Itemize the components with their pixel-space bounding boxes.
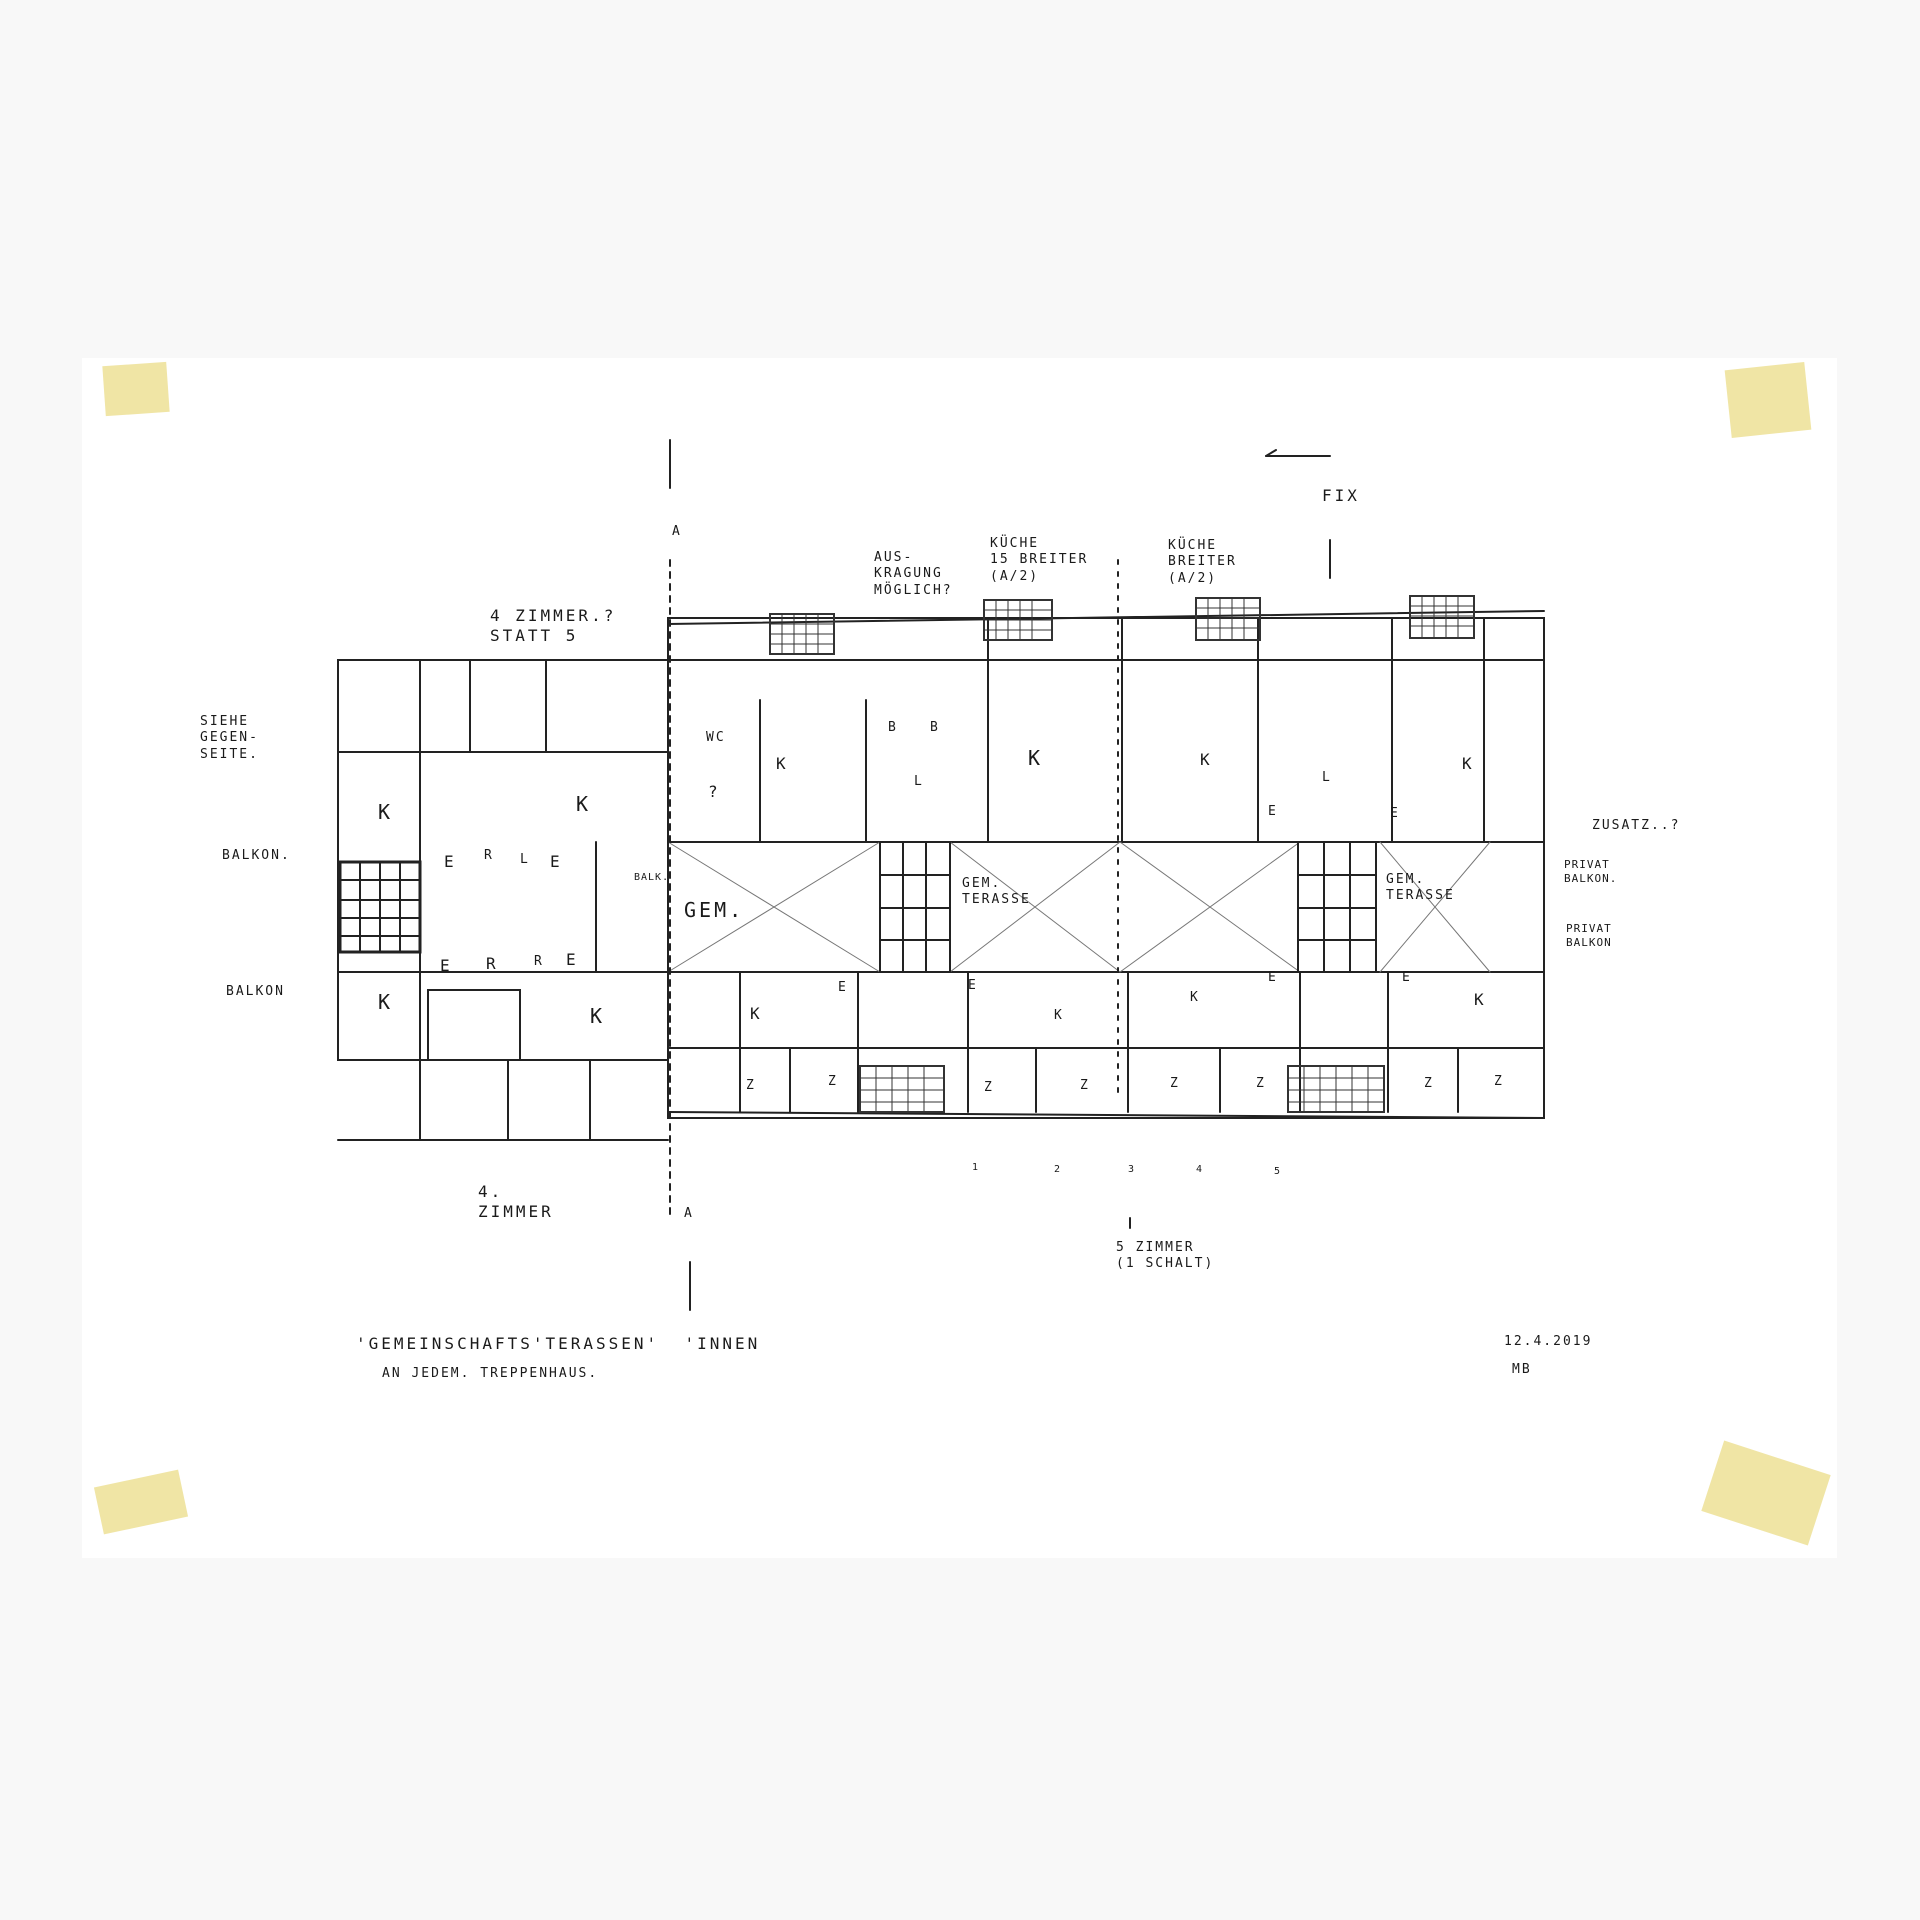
room-kitchen: K — [1054, 1008, 1064, 1023]
note-kueche-2: KÜCHE BREITER (A/2) — [1168, 538, 1237, 586]
section-label-a-bottom: A — [684, 1206, 694, 1221]
room-l: L — [1322, 770, 1332, 785]
room-zimmer: Z — [1424, 1076, 1434, 1091]
room-kitchen: K — [378, 990, 394, 1014]
note-fix: FIX — [1322, 486, 1360, 505]
module-number: 5 — [1274, 1166, 1283, 1177]
room-entry: E — [968, 978, 978, 993]
room-zimmer: Z — [828, 1074, 838, 1089]
note-auskragung: AUS- KRAGUNG MÖGLICH? — [874, 550, 953, 598]
room-b: B — [930, 720, 940, 735]
note-balkon-1: BALKON. — [222, 848, 291, 863]
room-entry: E — [1390, 806, 1400, 821]
note-zusatz: ZUSATZ..? — [1592, 818, 1681, 833]
room-kitchen: K — [776, 754, 789, 773]
note-4-zimmer: 4. ZIMMER — [478, 1182, 554, 1221]
room-entry: E — [440, 956, 453, 975]
note-gem: GEM. — [684, 898, 745, 922]
room-l: L — [914, 774, 924, 789]
room-zimmer: Z — [1080, 1078, 1090, 1093]
room-kitchen: K — [576, 792, 592, 816]
module-number: 4 — [1196, 1164, 1205, 1175]
room-kitchen: K — [378, 800, 394, 824]
room-r: R — [486, 954, 499, 973]
room-kitchen: K — [1200, 750, 1213, 769]
room-unknown: ? — [708, 782, 721, 801]
module-number: 3 — [1128, 1164, 1137, 1175]
room-zimmer: Z — [984, 1080, 994, 1095]
room-r: R — [534, 954, 544, 969]
room-kitchen: K — [1462, 754, 1475, 773]
room-kitchen: K — [750, 1004, 763, 1023]
room-kitchen: K — [1474, 990, 1487, 1009]
note-privat-balkon-1: PRIVAT BALKON. — [1564, 858, 1618, 885]
room-entry: E — [1268, 804, 1278, 819]
room-b: B — [888, 720, 898, 735]
room-entry: E — [1402, 970, 1412, 985]
room-entry: E — [444, 852, 457, 871]
room-kitchen: K — [590, 1004, 606, 1028]
room-kitchen: K — [1028, 746, 1044, 770]
module-number: 2 — [1054, 1164, 1063, 1175]
room-entry: E — [1268, 970, 1278, 985]
drawing-initials: MB — [1512, 1362, 1532, 1377]
note-kueche-1: KÜCHE 15 BREITER (A/2) — [990, 536, 1089, 584]
room-balk: BALK. — [634, 872, 670, 883]
room-kitchen: K — [1190, 990, 1200, 1005]
note-5-zimmer: 5 ZIMMER (1 SCHALT) — [1116, 1240, 1215, 1272]
note-4-zimmer-statt-5: 4 ZIMMER.? STATT 5 — [490, 606, 617, 645]
room-wc: WC — [706, 730, 726, 745]
room-zimmer: Z — [1494, 1074, 1504, 1089]
caption-line-2: AN JEDEM. TREPPENHAUS. — [382, 1366, 599, 1381]
note-siehe-gegenseite: SIEHE GEGEN- SEITE. — [200, 714, 259, 762]
room-entry: E — [550, 852, 563, 871]
room-r: R — [484, 848, 494, 863]
section-label-a-top: A — [672, 524, 682, 539]
drawing-date: 12.4.2019 — [1504, 1334, 1593, 1349]
caption-line-1: 'GEMEINSCHAFTS'TERASSEN' 'INNEN — [356, 1334, 761, 1353]
note-gem-terasse-2: GEM. TERASSE — [1386, 872, 1455, 904]
room-entry: E — [566, 950, 579, 969]
room-l: L — [520, 852, 530, 867]
room-zimmer: Z — [1256, 1076, 1266, 1091]
note-balkon-2: BALKON — [226, 984, 285, 999]
note-gem-terasse-1: GEM. TERASSE — [962, 876, 1031, 908]
note-privat-balkon-2: PRIVAT BALKON — [1566, 922, 1612, 949]
room-zimmer: Z — [1170, 1076, 1180, 1091]
room-entry: E — [838, 980, 848, 995]
room-zimmer: Z — [746, 1078, 756, 1093]
module-number: 1 — [972, 1162, 981, 1173]
